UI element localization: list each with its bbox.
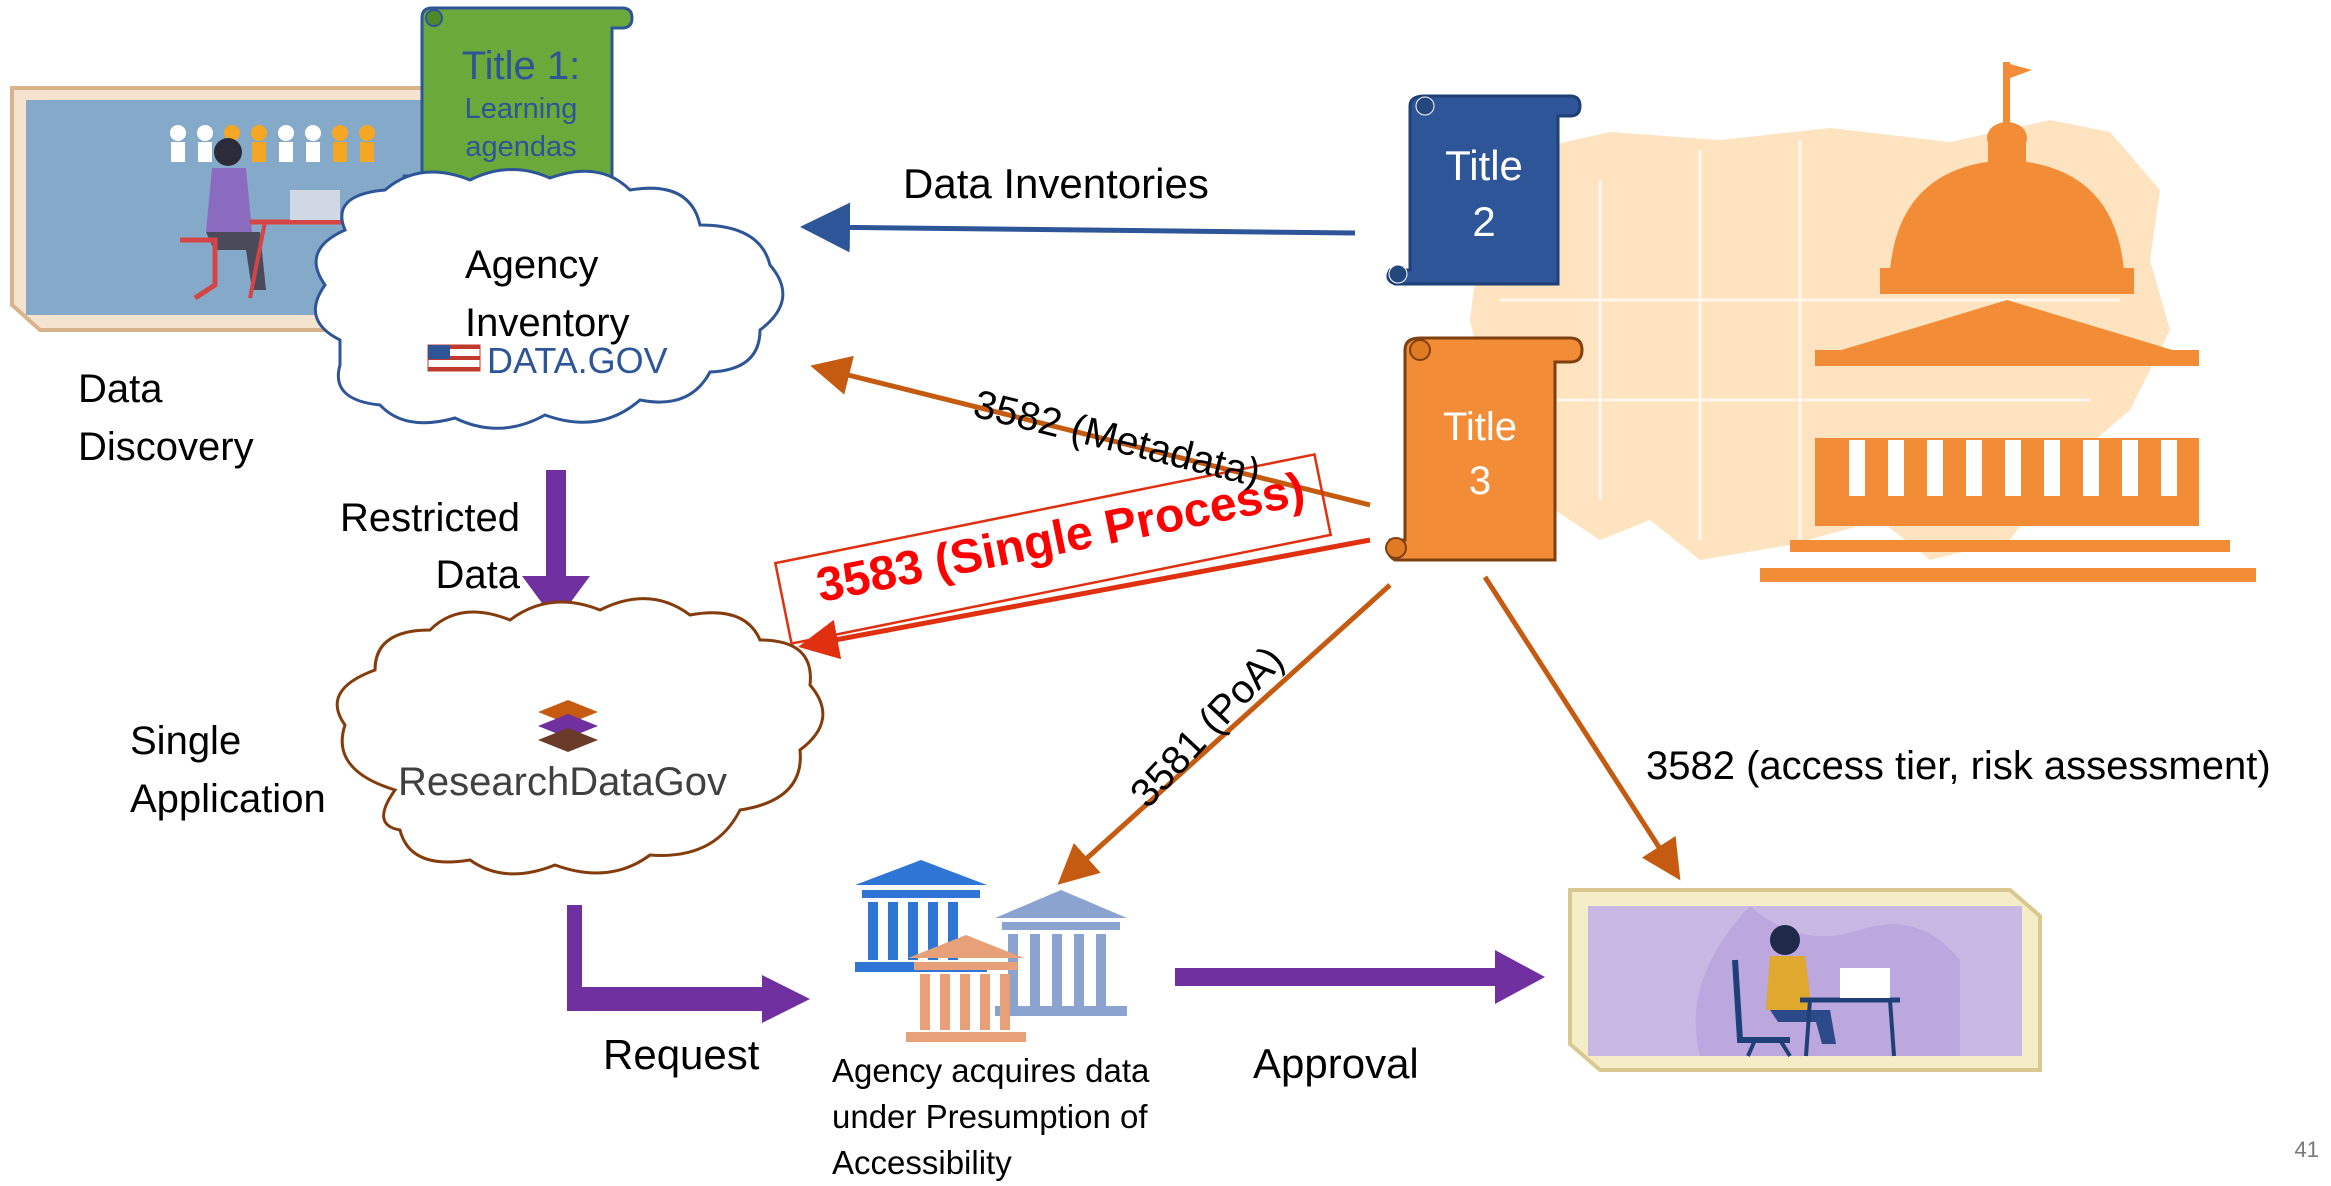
title-3-line-1: Title [1442, 405, 1518, 449]
us-flag-icon [427, 344, 481, 372]
data-inventories-label: Data Inventories [903, 160, 1209, 207]
access-tier-label: 3582 (access tier, risk assessment) [1646, 744, 2271, 788]
approval-label: Approval [1253, 1040, 1419, 1087]
page-number: 41 [2294, 1137, 2319, 1162]
restricted-data-arrow [522, 470, 590, 622]
restricted-data-label: Restricted Data [339, 496, 520, 597]
agency-buildings-icon [855, 860, 1127, 1042]
title-2-line-2: 2 [1472, 198, 1496, 245]
request-label: Request [603, 1031, 760, 1078]
research-data-gov-cloud [335, 597, 825, 876]
agency-inventory-cloud [314, 168, 785, 430]
title-1-subtext-1: Learning [464, 93, 578, 125]
approval-arrow [1175, 950, 1545, 1004]
agency-acquires-label: Agency acquires data under Presumption o… [832, 1052, 1150, 1181]
single-process-arrow [798, 537, 1371, 660]
metadata-arrow [810, 355, 1371, 508]
title-3-scroll-text: Title 3 [1405, 400, 1555, 508]
title-2-scroll [1386, 94, 1582, 286]
data-discovery-label: Data Discovery [78, 367, 254, 469]
title-1-heading: Title 1: [461, 44, 581, 88]
agency-inventory-label: Agency Inventory [465, 243, 630, 345]
data-inventories-arrow [800, 202, 1356, 253]
title-1-subtext-2: agendas [465, 131, 577, 163]
research-data-gov-logo-text: ResearchDataGov [398, 760, 728, 804]
title-2-scroll-text: Title 2 [1410, 138, 1558, 250]
access-tier-arrow [1482, 575, 1681, 881]
title-2-line-1: Title [1445, 142, 1523, 189]
poa-arrow [1057, 583, 1392, 885]
title-1-scroll-text: Title 1: Learning agendas [430, 42, 612, 166]
request-arrow [567, 905, 810, 1023]
single-process-box [773, 452, 1333, 646]
capitol-columns [1849, 440, 2177, 496]
researcher-image [1568, 888, 2042, 1072]
single-application-label: Single Application [130, 719, 326, 821]
title-3-scroll [1385, 336, 1584, 562]
title-3-line-2: 3 [1468, 459, 1492, 503]
stacked-layers-icon [538, 700, 598, 752]
data-gov-logo-text: DATA.GOV [487, 340, 668, 381]
